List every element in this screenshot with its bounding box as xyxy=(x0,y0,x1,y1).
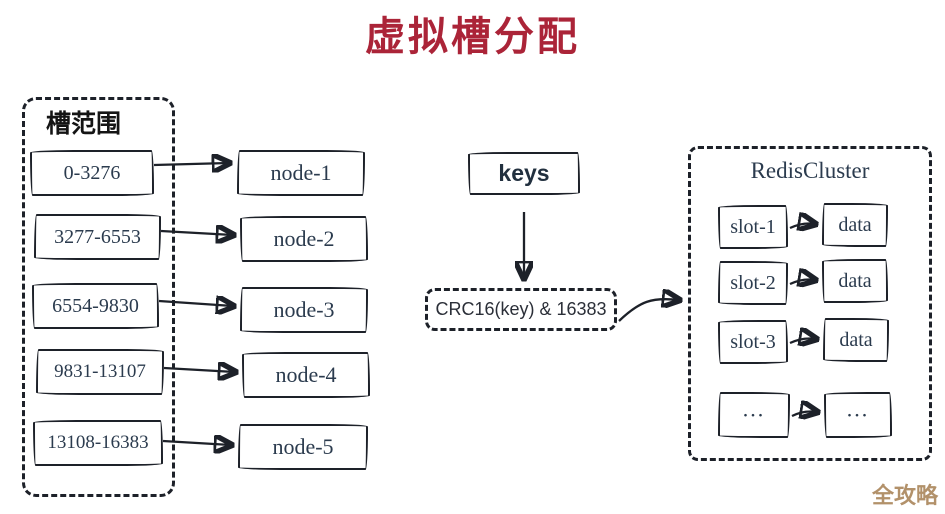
cluster-slot-box-2: slot-2 xyxy=(718,261,788,305)
slot-range-group-label: 槽范围 xyxy=(46,109,122,138)
redis-cluster-group-border xyxy=(688,146,932,461)
slot-range-box-3: 6554-9830 xyxy=(32,283,159,329)
node-box-3: node-3 xyxy=(240,287,368,333)
slot-range-box-2: 3277-6553 xyxy=(34,214,161,260)
node-box-5: node-5 xyxy=(238,424,368,470)
redis-cluster-label: RedisCluster xyxy=(750,158,870,183)
arrow-crc16-to-cluster xyxy=(618,299,679,322)
cluster-data-box-3: data xyxy=(823,318,889,362)
keys-box: keys xyxy=(468,152,580,195)
node-box-4: node-4 xyxy=(242,352,370,398)
cluster-slot-box-3: slot-3 xyxy=(718,320,788,364)
node-box-2: node-2 xyxy=(240,216,368,262)
cluster-slot-box-ellipsis: ... xyxy=(718,392,790,438)
slot-range-group-border xyxy=(22,97,175,497)
slot-range-box-4: 9831-13107 xyxy=(36,349,164,395)
page-title: 虚拟槽分配 xyxy=(365,14,580,60)
ellipsis-label: ... xyxy=(742,396,766,422)
crc16-formula-box: CRC16(key) & 16383 xyxy=(425,288,617,331)
slot-range-box-1: 0-3276 xyxy=(30,150,154,196)
node-box-1: node-1 xyxy=(237,150,365,196)
cluster-data-box-2: data xyxy=(822,259,888,303)
cluster-slot-box-1: slot-1 xyxy=(718,205,788,249)
watermark-label: 全攻略 xyxy=(872,484,939,509)
cluster-data-box-ellipsis: ... xyxy=(824,392,892,438)
ellipsis-label: ... xyxy=(846,396,870,422)
slot-range-box-5: 13108-16383 xyxy=(33,420,163,466)
cluster-data-box-1: data xyxy=(822,203,888,247)
